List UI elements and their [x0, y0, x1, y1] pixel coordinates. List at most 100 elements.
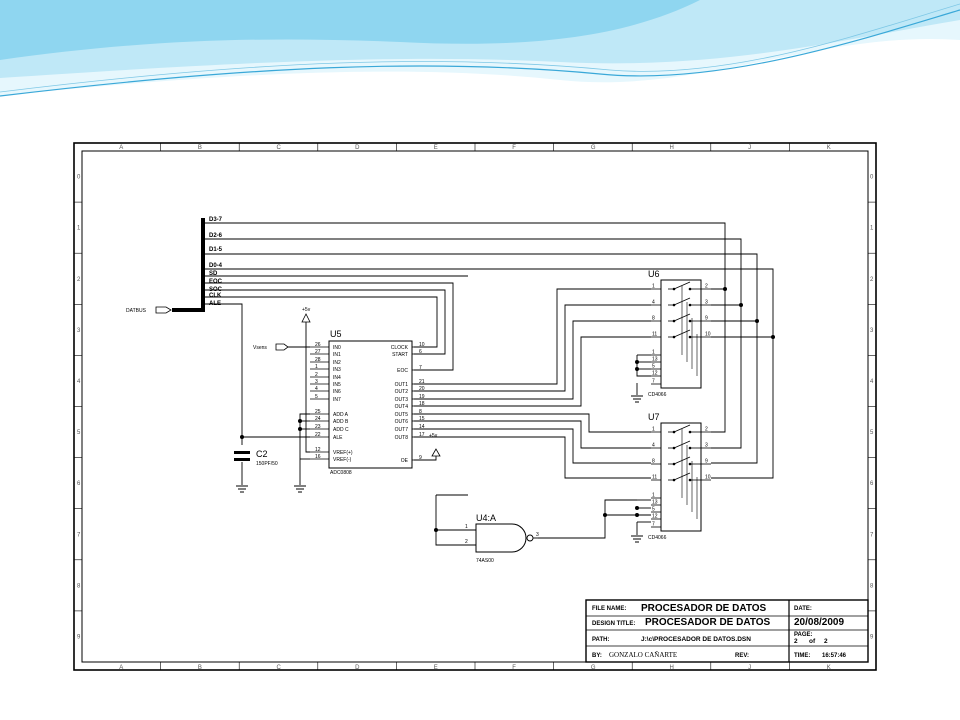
frame-row-label: 2: [870, 277, 874, 283]
title-block: FILE NAME: PROCESADOR DE DATOS DESIGN TI…: [585, 599, 869, 663]
bus-signal-d2-6: D2-6: [209, 233, 223, 239]
file-name-label: FILE NAME:: [592, 606, 626, 612]
adc-pin-number: 12: [315, 447, 321, 453]
bus-signal-d3-7: D3-7: [209, 217, 223, 223]
nand-gate-u4a: U4:A 74AS00 1 2 3: [465, 513, 539, 564]
power-symbols: +5v +5v Vsens: [236, 307, 643, 543]
adc-pin-number: 24: [315, 416, 321, 422]
switch-pin-number: 11: [652, 332, 657, 338]
frame-column-label: G: [591, 145, 596, 151]
adc-pin-number: 28: [315, 357, 321, 363]
switch-pin-number: 5: [652, 364, 655, 370]
adc-pin-name: ALE: [333, 435, 343, 441]
adc-pin-name: VREF(-): [333, 457, 352, 463]
adc-pin-number: 27: [315, 349, 321, 355]
adc-pin-name: OUT6: [395, 419, 409, 425]
frame-row-label: 8: [870, 583, 874, 589]
by-label: BY:: [592, 653, 602, 659]
capacitor-value: 150PF/50: [256, 461, 278, 467]
frame-row-label: 8: [77, 583, 81, 589]
frame-column-label: C: [277, 145, 282, 151]
adc-pin-number: 25: [315, 409, 321, 415]
switch-pin-number: 3: [705, 443, 708, 449]
switch-pin-number: 5: [652, 507, 655, 513]
page-of: of: [809, 638, 816, 645]
path-value: J:\c\PROCESADOR DE DATOS.DSN: [641, 636, 751, 643]
adc-pin-name: OUT2: [395, 389, 409, 395]
frame-column-label: A: [119, 145, 123, 151]
switch-pin-number: 8: [652, 459, 655, 465]
date-label: DATE:: [794, 606, 812, 612]
frame-row-label: 9: [77, 634, 81, 640]
switch-part: CD4066: [648, 392, 667, 398]
header-wave: [0, 0, 960, 97]
frame-row-label: 5: [77, 430, 81, 436]
adc-pin-name: OUT1: [395, 382, 409, 388]
adc-pin-name: ADD B: [333, 419, 349, 425]
switch-ref: U6: [648, 269, 660, 279]
adc-ref: U5: [330, 329, 342, 339]
frame-column-label: K: [827, 145, 831, 151]
switch-pin-number: 3: [705, 300, 708, 306]
gate-pin-out: 3: [536, 532, 539, 538]
frame-column-label: B: [198, 665, 202, 671]
frame-row-label: 0: [870, 175, 874, 181]
frame-row-label: 1: [870, 226, 874, 232]
adc-pin-number: 3: [315, 379, 318, 385]
frame-column-label: J: [748, 145, 751, 151]
adc-pin-number: 16: [315, 454, 321, 460]
adc-pin-number: 7: [419, 365, 422, 371]
adc-pin-name: OUT8: [395, 435, 409, 441]
frame-row-label: 7: [77, 532, 81, 538]
frame-column-label: E: [434, 145, 438, 151]
switch-pin-number: 2: [705, 427, 708, 433]
adc-pin-number: 21: [419, 379, 425, 385]
adc-pin-name: IN3: [333, 367, 341, 373]
switch-pin-number: 13: [652, 357, 658, 363]
bus-signal-clk: CLK: [209, 293, 222, 299]
adc-pin-name: START: [392, 352, 408, 358]
vsens-port-icon: Vsens: [253, 343, 289, 351]
frame-column-label: B: [198, 145, 202, 151]
frame-row-label: 0: [77, 175, 81, 181]
switch-pin-number: 7: [652, 379, 655, 385]
adc-pin-number: 26: [315, 342, 321, 348]
adc-pin-name: OUT5: [395, 412, 409, 418]
bus-signal-sd: SD: [209, 271, 218, 277]
date-value: 20/08/2009: [794, 617, 844, 628]
frame-column-label: D: [355, 145, 360, 151]
page-label: PAGE:: [794, 632, 813, 638]
switch-pin-number: 2: [705, 284, 708, 290]
adc-pin-number: 23: [315, 424, 321, 430]
frame-column-label: F: [512, 665, 516, 671]
switch-pin-number: 11: [652, 475, 657, 481]
adc-pin-name: IN1: [333, 352, 341, 358]
switch-pin-number: 12: [652, 371, 658, 377]
switch-pin-number: 10: [705, 475, 711, 481]
path-label: PATH:: [592, 637, 609, 643]
adc-pin-name: OE: [401, 458, 409, 464]
bus-signal-d1-5: D1-5: [209, 247, 223, 253]
design-title-label: DESIGN TITLE:: [592, 621, 635, 627]
vcc-icon: +5v: [301, 307, 311, 323]
frame-column-label: F: [512, 145, 516, 151]
adc-pin-number: 18: [419, 401, 425, 407]
adc-pin-number: 17: [419, 432, 425, 438]
adc-pin-name: IN0: [333, 345, 341, 351]
switch-pin-number: 1: [652, 350, 655, 356]
design-title-value: PROCESADOR DE DATOS: [645, 617, 771, 628]
adc-pin-number: 9: [419, 455, 422, 461]
frame-row-label: 3: [870, 328, 874, 334]
adc-pin-name: OUT4: [395, 404, 409, 410]
switch-pin-number: 4: [652, 443, 655, 449]
svg-text:+5v: +5v: [302, 307, 311, 313]
vcc-oe-icon: +5v: [429, 433, 441, 457]
frame-row-label: 1: [77, 226, 81, 232]
junctions: [240, 287, 775, 532]
rev-label: REV:: [735, 653, 749, 659]
adc-pin-name: IN2: [333, 360, 341, 366]
